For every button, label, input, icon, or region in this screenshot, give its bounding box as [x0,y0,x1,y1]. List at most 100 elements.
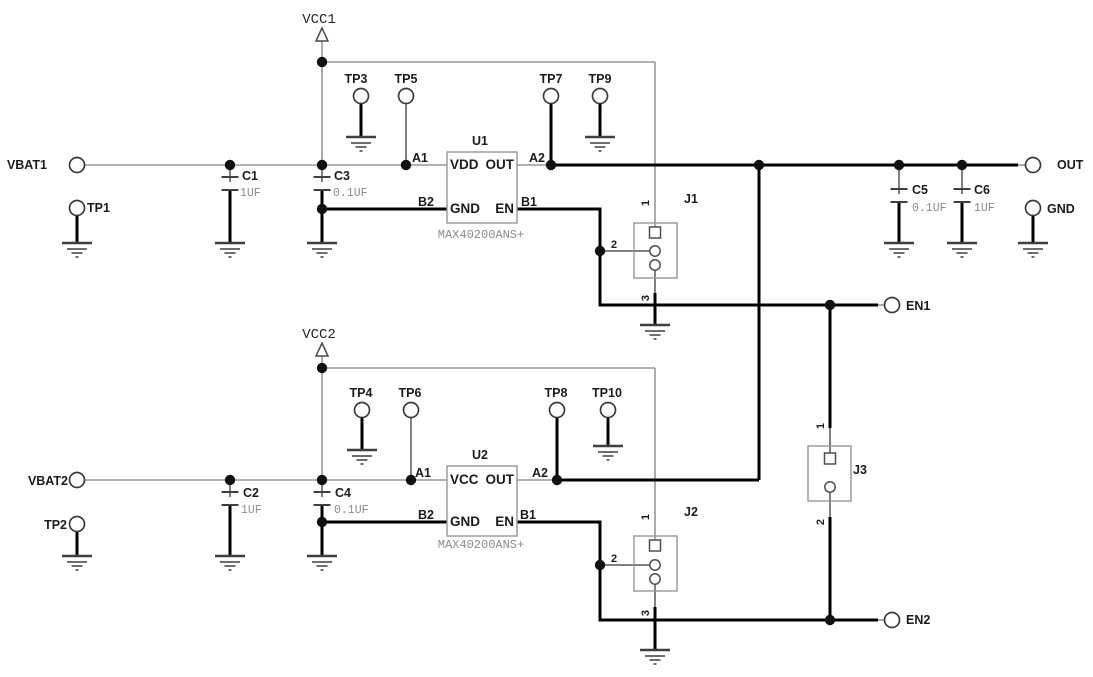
j3-ref: J3 [853,463,867,477]
capacitor-c1: C1 1UF [220,169,261,200]
en1-label: EN1 [906,299,930,313]
vbat2-label: VBAT2 [28,474,68,488]
junction-dot [224,159,236,171]
ground-c1 [213,241,247,259]
power-port-vcc2: VCC2 [302,327,336,357]
tp3-label: TP3 [345,72,368,86]
u2-part-number: MAX40200ANS+ [438,538,524,552]
j2-pin2-pad [649,559,661,571]
j1-pin3-number: 3 [640,295,652,301]
tp9-label: TP9 [589,72,612,86]
junction-dot [400,159,412,171]
c6-ref: C6 [974,183,990,197]
u2-net-b1: B1 [520,508,536,522]
j3-pin2-pad [824,481,836,493]
c1-value: 1UF [240,187,261,200]
u2-net-a1: A1 [415,466,431,480]
tp6-terminal [402,401,420,419]
component-lead-wires [229,104,963,607]
junction-dot [316,362,328,374]
ground-tp10 [591,444,625,462]
capacitor-c4: C4 0.1UF [312,486,369,517]
en2-terminal [883,611,901,629]
junction-dot [824,614,836,626]
jumper-j2: J2 1 2 3 [611,505,698,616]
junction-dot [316,159,328,171]
tp7-label: TP7 [540,72,563,86]
u1-pin-gnd: GND [450,201,480,216]
u1-ref: U1 [472,134,488,148]
en1-terminal [883,296,901,314]
u1-pin-vdd: VDD [450,157,479,172]
tp10-label: TP10 [592,386,622,400]
junction-dot [551,474,563,486]
u1-pin-out: OUT [486,157,515,172]
capacitor-c5: C5 0.1UF [889,183,947,215]
u2-net-a2: A2 [532,466,548,480]
j1-ref: J1 [684,192,698,206]
vcc2-label: VCC2 [302,327,336,343]
junction-dot [316,56,328,68]
j1-pin2-pad [649,245,661,257]
junction-dot [316,516,328,528]
c3-ref: C3 [334,169,350,183]
ground-c3 [305,241,339,259]
j1-pin1-pad [648,226,662,239]
tp8-label: TP8 [545,386,568,400]
u1-net-a1: A1 [412,151,428,165]
j2-pin1-pad [648,539,662,552]
ground-c5 [882,241,916,259]
j2-pin3-number: 3 [640,610,652,616]
out-label: OUT [1057,158,1084,172]
u2-net-b2: B2 [418,508,434,522]
ground-tp9 [583,135,617,153]
j1-pin2-number: 2 [611,239,617,251]
j2-body [633,535,678,592]
j3-body [807,445,852,502]
vbat2-terminal [68,471,86,489]
ground-j2 [638,648,672,666]
tp2-terminal [68,515,86,533]
j2-ref: J2 [684,505,698,519]
ground-c4 [305,554,339,572]
junction-dot [594,559,606,571]
vbat1-label: VBAT1 [7,158,47,172]
c3-value: 0.1UF [333,187,368,200]
junction-dot [956,159,968,171]
ic-u2: U2 VCC OUT GND EN MAX40200ANS+ A1 A2 B2 … [415,448,548,552]
tp1-terminal [68,199,86,217]
tp4-label: TP4 [350,386,373,400]
capacitor-c6: C6 1UF [952,183,995,215]
tp7-terminal [542,87,560,105]
junction-dot [824,299,836,311]
tp9-terminal [591,87,609,105]
u1-part-number: MAX40200ANS+ [438,228,524,242]
tp1-label: TP1 [87,201,110,215]
ground-j1 [638,323,672,341]
j1-body [633,222,678,279]
ground-c6 [945,241,979,259]
gnd-terminal [1024,199,1042,217]
terminals: VBAT1 TP1 TP3 TP5 TP7 TP9 VBAT2 TP2 TP4 … [7,72,1084,629]
j1-pin1-number: 1 [640,200,652,206]
junction-dot [545,159,557,171]
j2-pin3-pad [649,573,661,585]
u2-body [446,465,518,537]
jumper-j3: J3 1 2 [807,423,867,525]
j3-pin1-pad [823,452,837,465]
junction-dot [893,159,905,171]
wire-en1-net [517,207,878,307]
junction-dot [405,474,417,486]
j2-pin2-number: 2 [611,553,617,565]
tp2-label: TP2 [44,518,67,532]
junction-dot [316,474,328,486]
tp5-label: TP5 [395,72,418,86]
u2-pin-gnd: GND [450,514,480,529]
c2-ref: C2 [243,486,259,500]
j1-pin3-pad [649,259,661,271]
u2-pin-en: EN [495,514,514,529]
en2-label: EN2 [906,613,930,627]
bold-net-wires [75,104,1035,650]
c1-ref: C1 [242,169,258,183]
